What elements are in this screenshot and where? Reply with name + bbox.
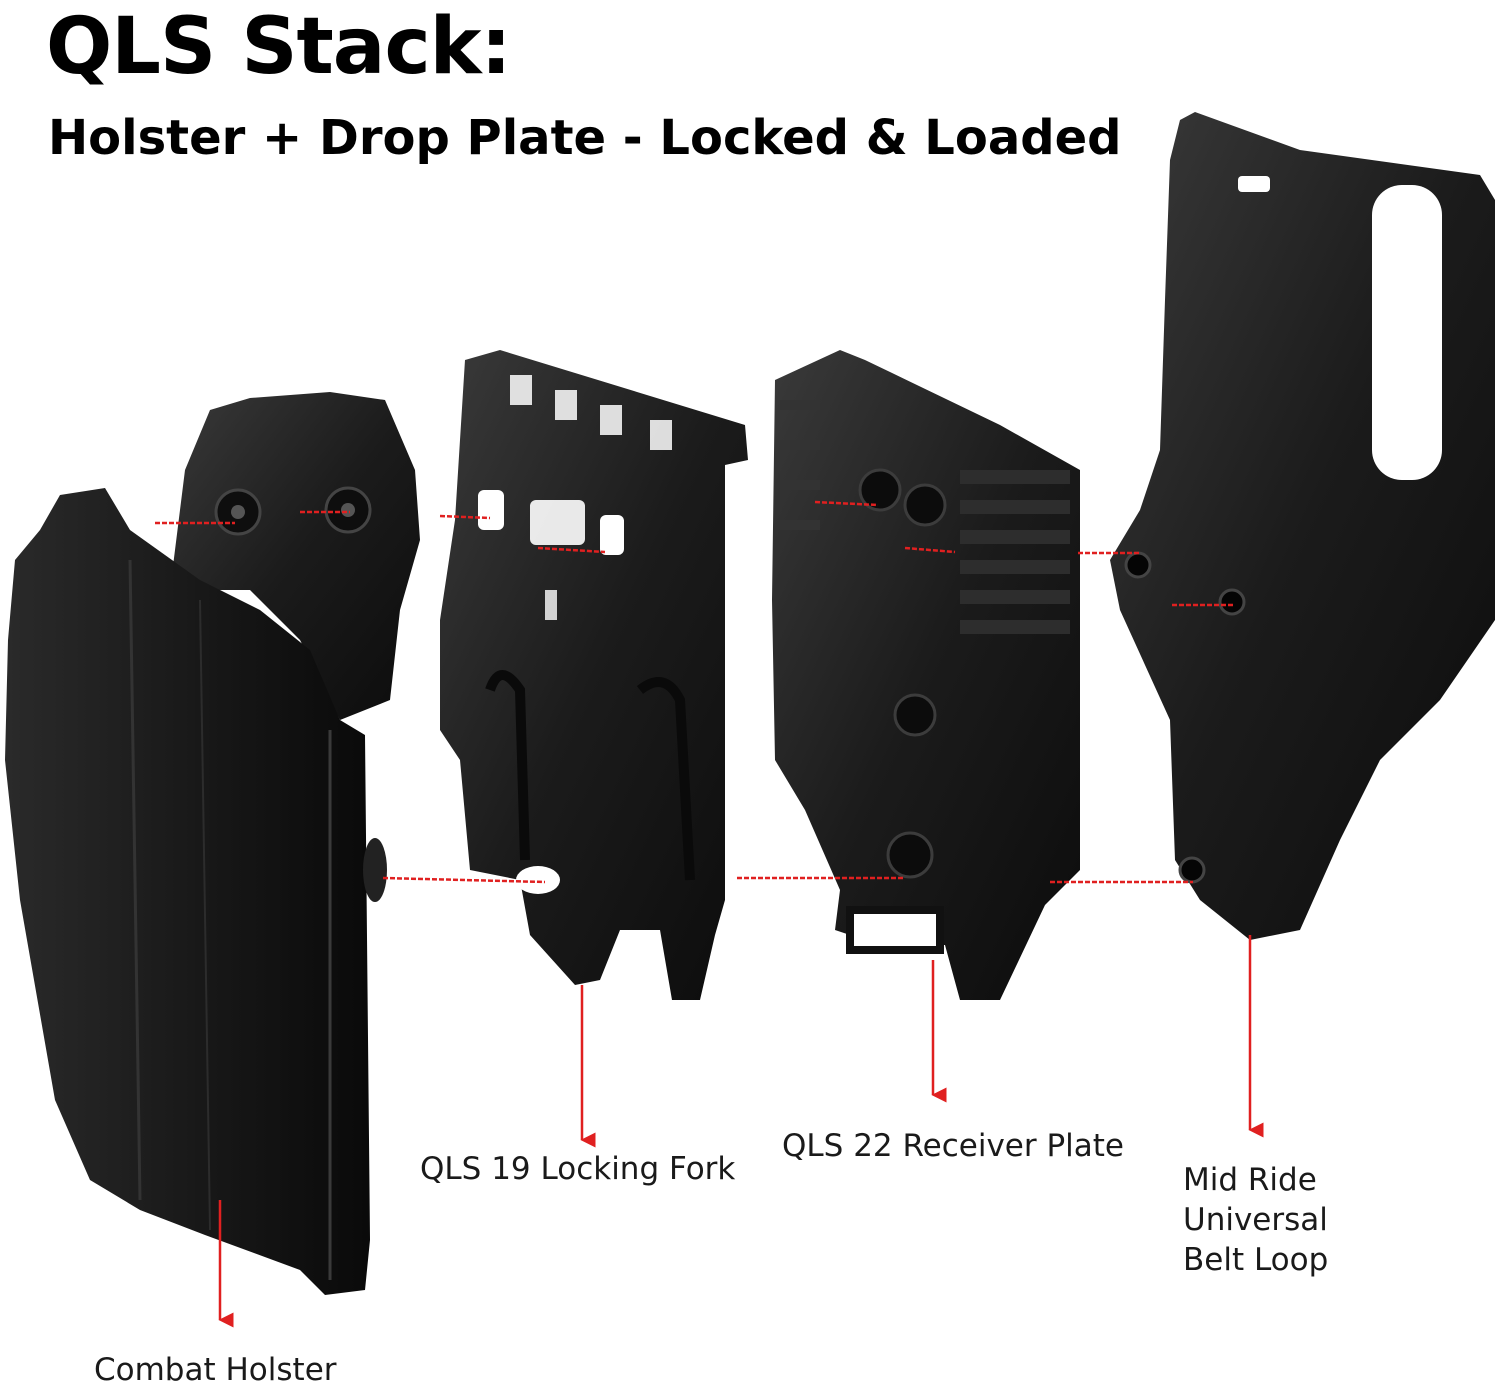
label-belt-loop-line1: Mid Ride [1183,1162,1317,1198]
receiver-plate-icon [772,350,1080,1000]
belt-loop-icon [1110,112,1495,940]
label-locking-fork: QLS 19 Locking Fork [420,1151,736,1187]
label-belt-loop-line2: Universal [1183,1202,1328,1238]
label-arrows [218,935,1264,1328]
label-belt-loop-line3: Belt Loop [1183,1242,1329,1278]
label-receiver-plate: QLS 22 Receiver Plate [782,1128,1124,1164]
label-combat-holster: Combat Holster [94,1352,337,1388]
page-title: QLS Stack: [46,2,512,92]
locking-fork-icon [440,350,748,1000]
leader-lines [155,500,1234,884]
combat-holster-icon [5,392,420,1295]
page-subtitle: Holster + Drop Plate - Locked & Loaded [48,110,1122,166]
